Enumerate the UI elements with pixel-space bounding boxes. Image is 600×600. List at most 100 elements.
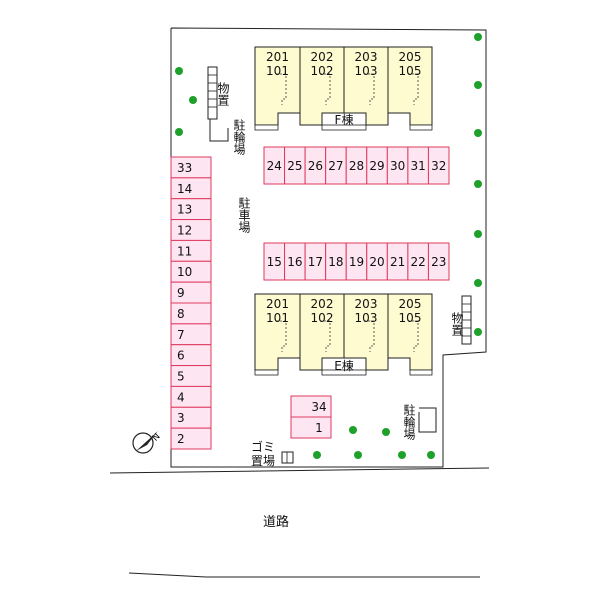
garbage-area: ゴミ 置場 [251, 439, 294, 468]
parking-stall-label: 4 [177, 390, 185, 404]
trees [175, 33, 482, 459]
parking-small-block: 34 1 [290, 395, 332, 439]
parking-stall-label: 14 [177, 182, 192, 196]
parking-stall [290, 416, 332, 439]
parking-label: 駐車場 [237, 196, 251, 234]
tree [189, 96, 197, 104]
road-edge-bottom [128, 572, 480, 578]
parking-stall-label: 18 [328, 255, 343, 269]
tree [474, 180, 482, 188]
unit-upper-label: 202 [311, 50, 334, 64]
stair [320, 320, 331, 352]
parking-stall [427, 242, 450, 281]
north-label: N [151, 432, 163, 444]
stair [276, 320, 287, 352]
tree [474, 129, 482, 137]
parking-stall-label: 24 [267, 159, 282, 173]
tree [354, 451, 362, 459]
parking-stall-label: 34 [311, 400, 326, 414]
parking-stall-label: 7 [177, 328, 185, 342]
north-compass: N [132, 431, 163, 454]
unit-lower-label: 101 [266, 64, 289, 78]
parking-stall [170, 427, 212, 450]
parking-stall-label: 3 [177, 411, 185, 425]
tree [175, 67, 183, 75]
parking-stall-label: 23 [431, 255, 446, 269]
parking-stall [427, 146, 450, 185]
parking-stall-label: 9 [177, 286, 185, 300]
parking-stall-label: 8 [177, 307, 185, 321]
road-label: 道路 [263, 514, 289, 530]
parking-stall-label: 33 [177, 161, 192, 175]
parking-stall-label: 16 [287, 255, 302, 269]
parking-stall-label: 1 [315, 421, 323, 435]
tree [349, 426, 357, 434]
tree [175, 128, 183, 136]
site-boundary [170, 27, 487, 468]
road-edge-top [109, 467, 490, 474]
bicycle-parking-right: 駐輪場 [402, 403, 437, 441]
stair [364, 73, 375, 105]
stair [364, 320, 375, 352]
parking-stall-label: 29 [369, 159, 384, 173]
tree [427, 451, 435, 459]
unit-lower-label: 101 [266, 311, 289, 325]
parking-stall-label: 32 [431, 159, 446, 173]
parking-stall-label: 11 [177, 244, 192, 258]
parking-stall-label: 12 [177, 224, 192, 238]
unit-upper-label: 201 [266, 297, 289, 311]
parking-stall-label: 20 [369, 255, 384, 269]
parking-upper-row: 24 25 26 27 28 29 30 31 32 [263, 146, 450, 185]
stair [408, 320, 419, 352]
garbage-label-line1: ゴミ [251, 439, 275, 454]
unit-lower-label: 105 [399, 64, 422, 78]
parking-stall-label: 15 [267, 255, 282, 269]
parking-stall-label: 30 [390, 159, 405, 173]
building-name: E棟 [334, 358, 354, 373]
storage-label-right: 物置 [450, 312, 464, 336]
tree [313, 451, 321, 459]
parking-stall-label: 28 [349, 159, 364, 173]
garbage-label-line2: 置場 [251, 454, 275, 468]
parking-stall-label: 25 [287, 159, 302, 173]
unit-lower-label: 103 [355, 64, 378, 78]
storage-right: 物置 [450, 295, 472, 345]
parking-stall-label: 26 [308, 159, 323, 173]
parking-stall-label: 22 [411, 255, 426, 269]
tree [474, 33, 482, 41]
unit-lower-label: 103 [355, 311, 378, 325]
parking-lower-row: 15 16 17 18 19 20 21 22 23 [263, 242, 450, 281]
stair [408, 73, 419, 105]
bicycle-parking-top: 駐輪場 [209, 118, 246, 156]
balcony [254, 124, 279, 131]
parking-stall-label: 27 [328, 159, 343, 173]
balcony [409, 124, 433, 131]
parking-stall-label: 19 [349, 255, 364, 269]
parking-stall-label: 13 [177, 203, 192, 217]
bicycle-label-right: 駐輪場 [402, 403, 416, 441]
tree [382, 428, 390, 436]
tree [398, 451, 406, 459]
tree [474, 230, 482, 238]
unit-upper-label: 205 [399, 297, 422, 311]
parking-stall-label: 17 [308, 255, 323, 269]
unit-upper-label: 203 [355, 50, 378, 64]
parking-stall-label: 2 [177, 432, 185, 446]
tree [474, 328, 482, 336]
unit-lower-label: 102 [311, 64, 334, 78]
unit-upper-label: 201 [266, 50, 289, 64]
balcony [254, 369, 279, 376]
stair [276, 73, 287, 105]
parking-stall-label: 6 [177, 349, 185, 363]
parking-stall-label: 21 [390, 255, 405, 269]
unit-upper-label: 202 [311, 297, 334, 311]
parking-stall-label: 5 [177, 370, 185, 384]
balcony [409, 369, 433, 376]
parking-stall-label: 31 [411, 159, 426, 173]
storage-top: 物置 [207, 66, 230, 120]
balcony [321, 124, 367, 131]
building-name: F棟 [335, 112, 354, 127]
